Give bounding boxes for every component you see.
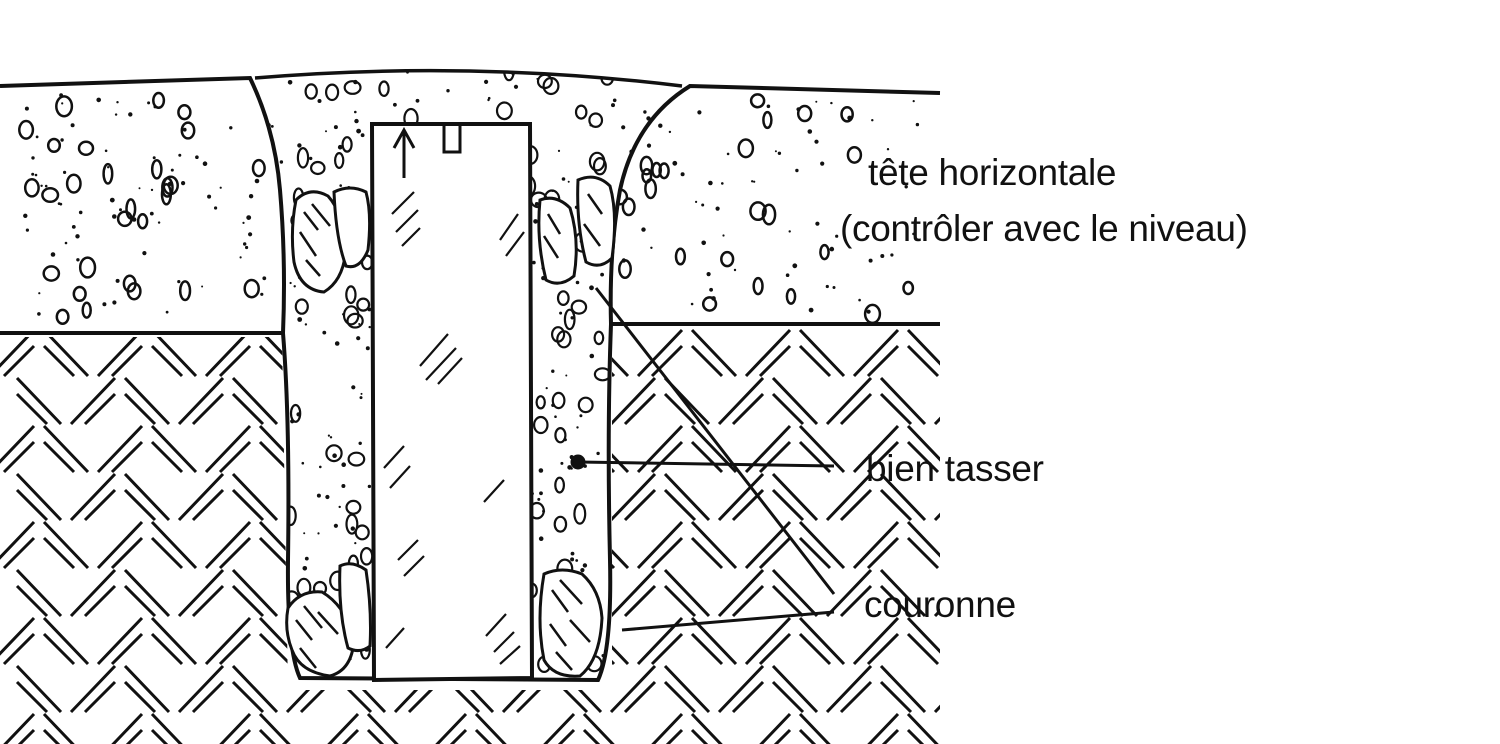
crown-label: couronne [864, 584, 1016, 625]
level-check-label: (contrôler avec le niveau) [840, 208, 1248, 249]
arrow-up-icon [392, 126, 416, 178]
leader-lines [570, 287, 836, 632]
leader-tasser [577, 460, 835, 468]
post [369, 122, 535, 683]
stone-hatching [295, 193, 604, 671]
leader-couronne-upper [594, 287, 836, 595]
right-concrete-slab [608, 83, 941, 326]
leader-tasser-dot [570, 454, 586, 470]
tamp-label: bien tasser [866, 448, 1044, 489]
left-concrete-slab [0, 75, 286, 335]
leader-couronne-lower [621, 610, 835, 632]
head-label: tête horizontale [868, 152, 1117, 193]
